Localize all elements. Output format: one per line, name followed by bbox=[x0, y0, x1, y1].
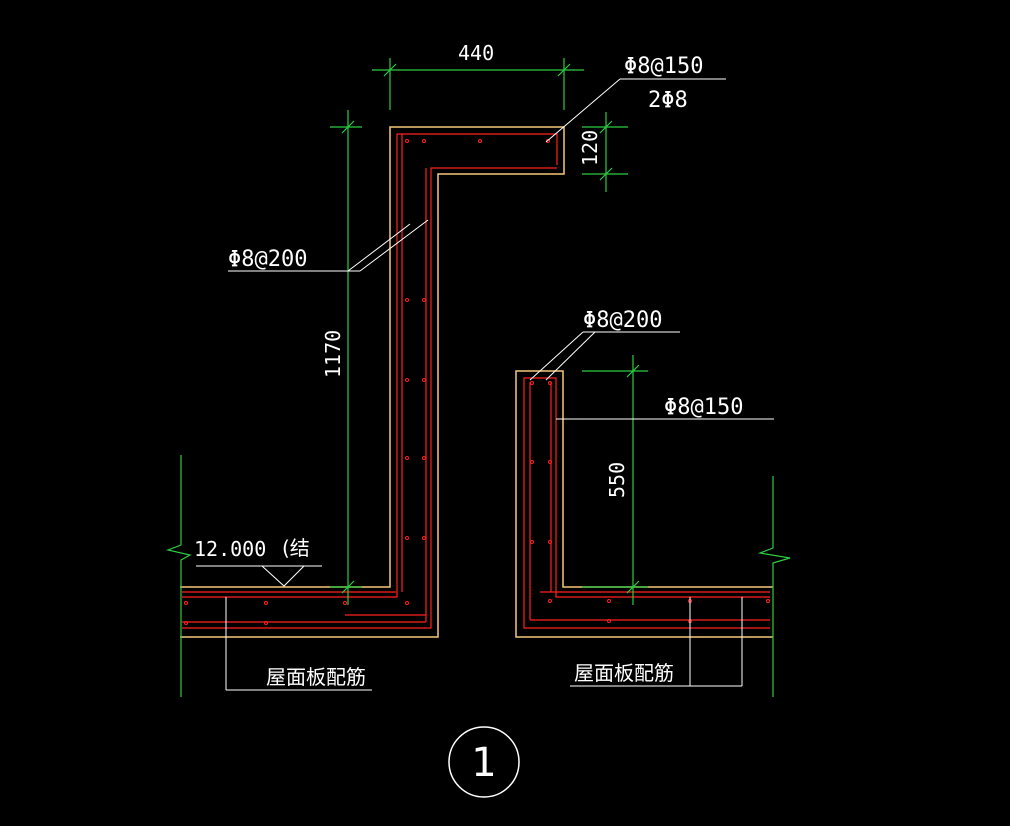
rebar-note-top-right-sub: 2Φ8 bbox=[648, 88, 688, 113]
slab-label-left: 屋面板配筋 bbox=[266, 665, 366, 689]
dim-top-thickness: 120 bbox=[578, 130, 602, 166]
elevation-value: 12.000 bbox=[194, 537, 266, 561]
left-rebar-dots bbox=[184, 139, 550, 625]
slab-label-right: 屋面板配筋 bbox=[574, 661, 674, 685]
leader-lines bbox=[196, 78, 774, 691]
rebar-note-right-wall-top: Φ8@200 bbox=[583, 308, 662, 333]
elevation-note: (结 bbox=[282, 536, 310, 560]
rebar-note-right-wall-side: Φ8@150 bbox=[664, 395, 743, 420]
dim-right-height: 550 bbox=[605, 462, 629, 498]
left-parapet-outline bbox=[180, 126, 565, 638]
detail-number-circle bbox=[448, 726, 520, 798]
dimension-lines bbox=[165, 58, 791, 697]
rebar-note-top-right-main: Φ8@150 bbox=[624, 54, 703, 79]
dim-top-width: 440 bbox=[458, 41, 494, 65]
dim-left-height: 1170 bbox=[321, 330, 345, 378]
right-parapet-rebar bbox=[523, 377, 770, 629]
left-parapet-rebar bbox=[182, 133, 558, 629]
rebar-note-left-wall: Φ8@200 bbox=[228, 247, 307, 272]
detail-number: 1 bbox=[471, 740, 496, 786]
